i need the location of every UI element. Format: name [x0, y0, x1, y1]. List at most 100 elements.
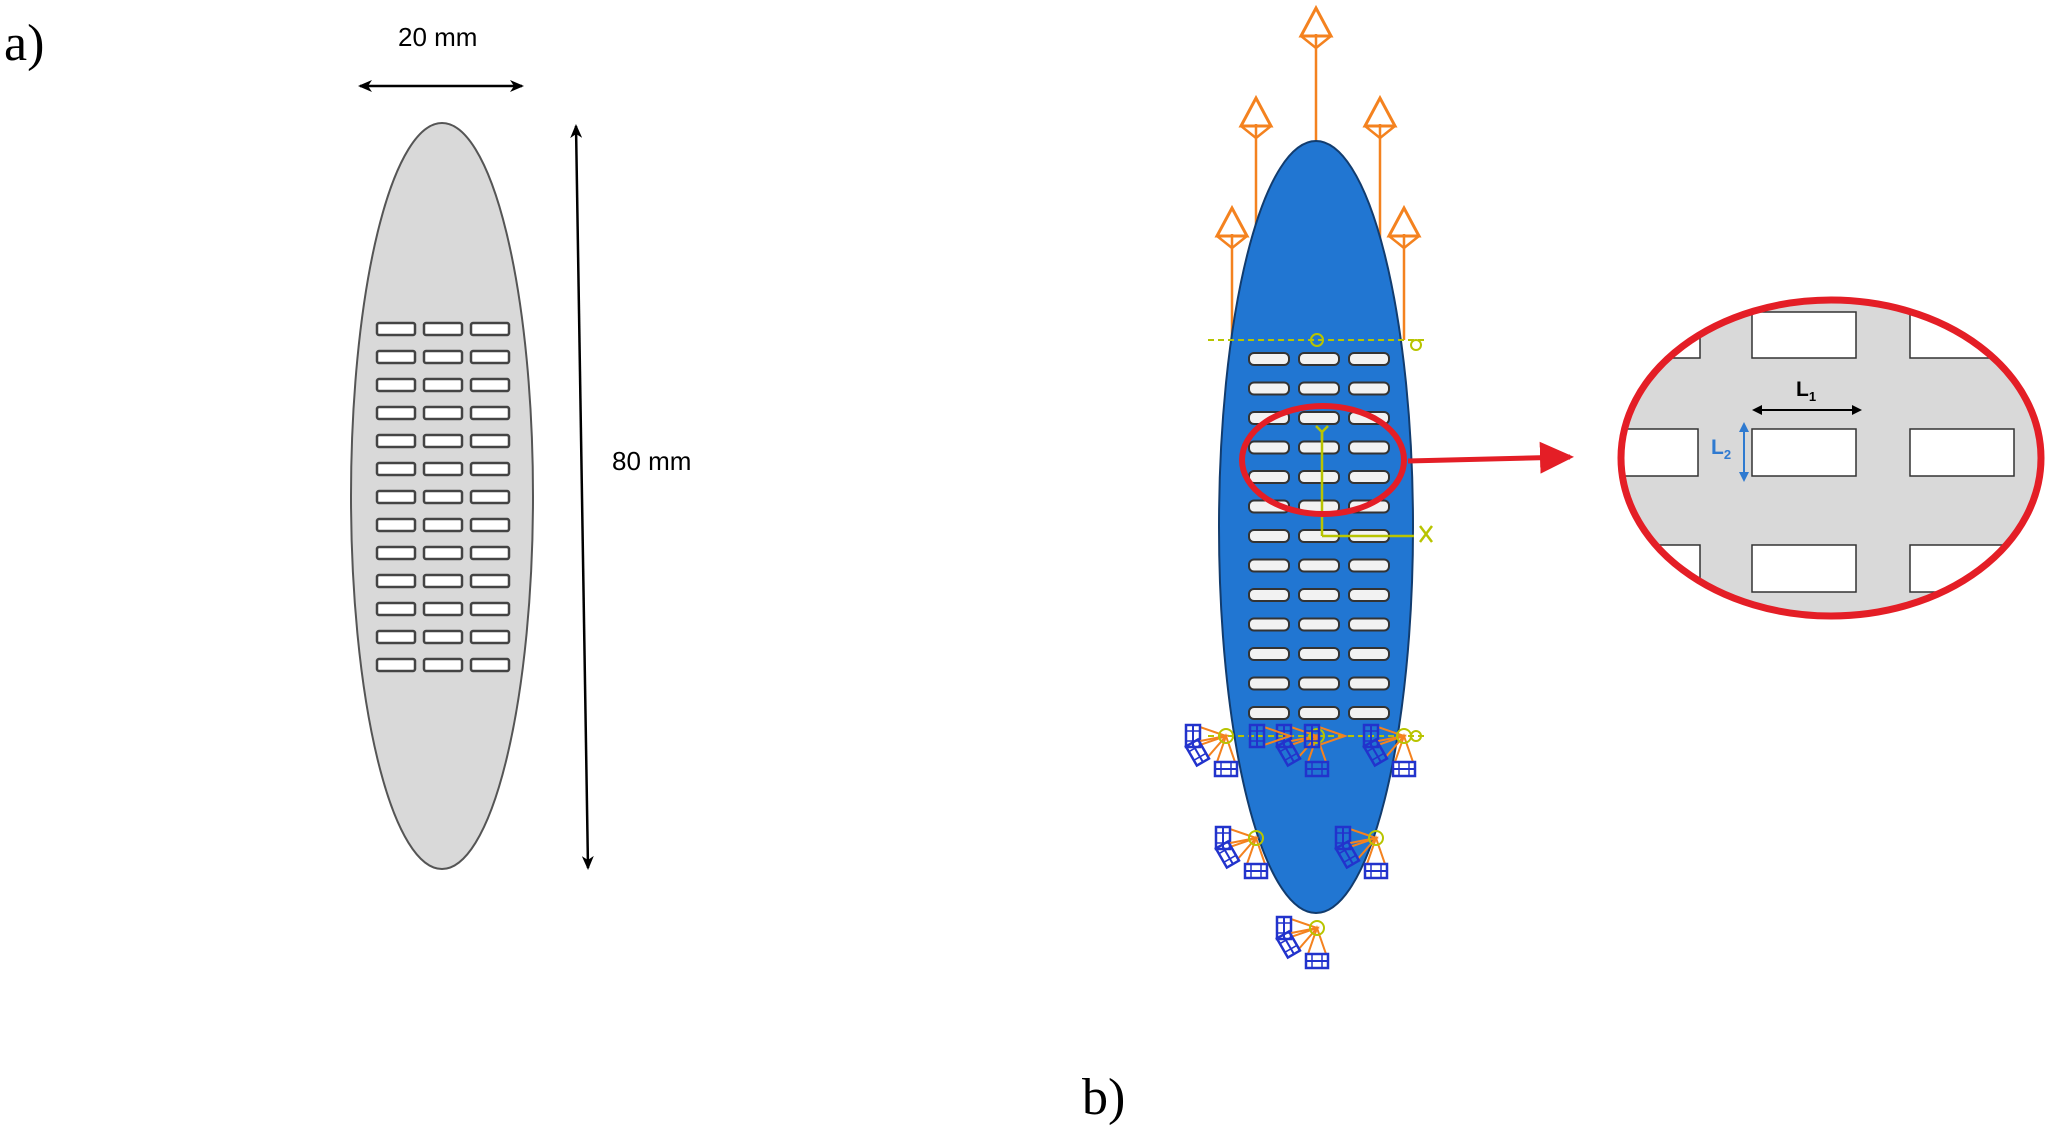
boundary-condition-icon	[1304, 924, 1330, 970]
load-arrow-icon	[1298, 4, 1334, 142]
slot	[1298, 588, 1340, 602]
slot	[1348, 352, 1390, 366]
boundary-condition-icon	[1391, 732, 1417, 778]
slot	[1298, 352, 1340, 366]
panel-label-a: a)	[4, 15, 45, 72]
slot	[1348, 617, 1390, 632]
slot	[422, 489, 464, 505]
slot	[375, 517, 417, 533]
slot	[469, 657, 511, 673]
slot	[469, 377, 511, 393]
slot	[375, 545, 417, 561]
slot	[469, 601, 511, 617]
slot	[1348, 470, 1390, 484]
height-dimension-arrow	[570, 124, 594, 870]
boundary-condition-icon	[1304, 732, 1330, 778]
slot	[375, 573, 417, 589]
slot	[1248, 617, 1290, 632]
slot	[469, 321, 511, 337]
slot	[1348, 647, 1390, 661]
slot	[1298, 706, 1340, 720]
slot	[1348, 558, 1390, 573]
load-arrow-icon	[1214, 204, 1250, 340]
slot	[1298, 470, 1340, 484]
dimension-label-l1: L1	[1796, 378, 1817, 405]
slot	[1248, 588, 1290, 602]
boundary-condition-icon	[1334, 836, 1379, 870]
slot	[1248, 352, 1290, 366]
slot-grid-a	[375, 321, 511, 673]
height-dimension-label: 80 mm	[612, 446, 692, 476]
boundary-condition-icon	[1243, 834, 1269, 880]
slot	[1298, 558, 1340, 573]
boundary-conditions	[1184, 723, 1417, 970]
width-dimension-label: 20 mm	[398, 22, 478, 52]
specimen-a	[350, 122, 534, 870]
slot	[375, 629, 417, 645]
slot	[1298, 381, 1340, 396]
slot	[469, 349, 511, 365]
slot	[1248, 440, 1290, 455]
slot	[422, 573, 464, 589]
slot	[1348, 676, 1390, 691]
slot	[422, 461, 464, 477]
slot	[375, 433, 417, 449]
slot	[1348, 706, 1390, 720]
slot	[1298, 617, 1340, 632]
slot	[375, 657, 417, 673]
slot	[469, 433, 511, 449]
slot	[469, 461, 511, 477]
boundary-condition-icon	[1184, 734, 1229, 768]
slot	[1348, 588, 1390, 602]
slot	[422, 629, 464, 645]
slot	[469, 489, 511, 505]
slot	[422, 433, 464, 449]
slot	[422, 349, 464, 365]
boundary-condition-icon	[1362, 734, 1407, 768]
slot	[1248, 676, 1290, 691]
boundary-condition-icon	[1275, 926, 1320, 960]
boundary-condition-icon	[1363, 834, 1389, 880]
slot	[469, 405, 511, 421]
slot	[469, 545, 511, 561]
boundary-condition-icon	[1248, 723, 1294, 749]
slot	[1248, 647, 1290, 661]
slot	[375, 489, 417, 505]
slot	[1248, 381, 1290, 396]
slot	[375, 461, 417, 477]
slot	[1298, 676, 1340, 691]
slot	[469, 517, 511, 533]
boundary-condition-icon	[1213, 732, 1239, 778]
boundary-condition-icon	[1303, 723, 1349, 749]
slot	[422, 405, 464, 421]
slot	[1248, 529, 1290, 543]
slot	[1248, 470, 1290, 484]
slot-grid-b	[1248, 352, 1390, 720]
slot	[1248, 558, 1290, 573]
boundary-condition-icon	[1214, 836, 1259, 870]
slot	[422, 517, 464, 533]
slot	[422, 377, 464, 393]
slot	[422, 321, 464, 337]
slot	[1298, 647, 1340, 661]
specimen-b	[1218, 140, 1414, 914]
slot	[375, 377, 417, 393]
slot	[1298, 440, 1340, 455]
slot	[469, 573, 511, 589]
slot	[422, 545, 464, 561]
slot	[469, 629, 511, 645]
slot	[375, 321, 417, 337]
highlight-circle	[1239, 403, 1407, 517]
coordinate-axes-icon	[1315, 425, 1433, 543]
zoom-pointer-arrow	[1407, 441, 1574, 474]
slot	[1248, 706, 1290, 720]
slot	[375, 405, 417, 421]
slot	[375, 601, 417, 617]
slot	[1348, 440, 1390, 455]
dimension-label-l2: L2	[1711, 436, 1732, 463]
slot	[422, 601, 464, 617]
panel-label-b: b)	[1082, 1069, 1126, 1126]
slot	[375, 349, 417, 365]
slot	[1348, 381, 1390, 396]
